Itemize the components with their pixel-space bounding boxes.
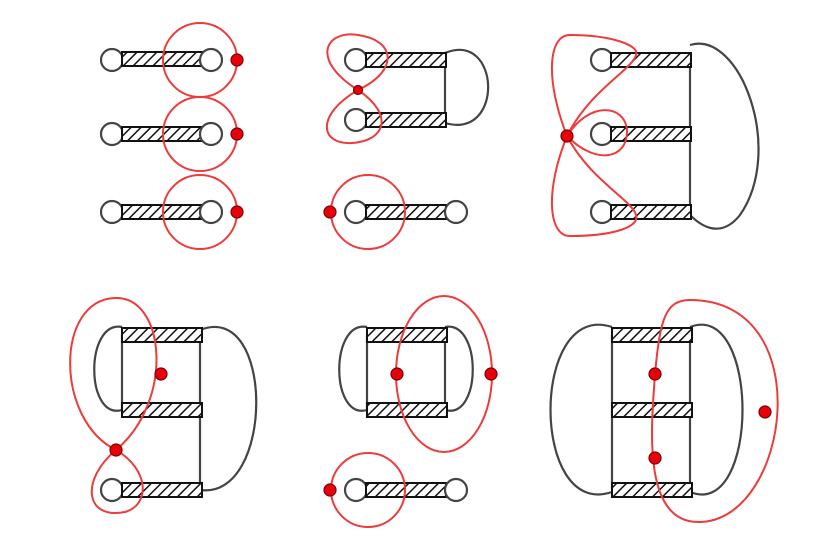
left-arc [338,325,368,412]
dumbbell [323,452,469,528]
red-point [758,405,772,419]
ring [589,199,615,225]
dumbbell [323,174,469,250]
red-point [109,443,123,457]
hatched-bar [365,112,447,128]
red-point [323,483,337,497]
left-ring [343,477,369,503]
red-loop-upper [69,296,158,452]
dumbbell [99,96,244,172]
hatched-bar [121,327,203,343]
ring [343,107,369,133]
left-ring [343,199,369,225]
hatched-bar [365,52,447,68]
ring [589,47,615,73]
right-ring [198,121,224,147]
hatched-bar [611,482,693,498]
red-point [230,127,244,141]
panel-top-right [551,33,760,238]
inner-left-arc [93,325,123,412]
red-point [390,367,404,381]
right-ring [198,199,224,225]
outer-right-arc [199,326,258,492]
right-arc [444,325,474,412]
hatched-bar [121,51,203,67]
red-loop [651,298,779,524]
red-point [648,451,662,465]
panel-top-left [99,22,244,250]
panel-bottom-left [69,296,258,515]
two-bar-loop [326,33,490,145]
ring [343,47,369,73]
red-point [352,84,364,96]
red-point [230,53,244,67]
hatched-bar [121,482,203,498]
ring [99,477,125,503]
hatched-bar [366,402,448,418]
panel-bottom-middle [323,295,498,528]
panel-top-middle [323,33,490,250]
hatched-bar [121,402,203,418]
outer-arc [689,42,760,230]
right-ring [198,47,224,73]
dumbbell [99,174,244,250]
dumbbell [99,22,244,98]
red-point [484,367,498,381]
ring [589,121,615,147]
inner-right-arc [689,323,744,496]
hatched-bar [610,52,692,68]
left-ring [99,199,125,225]
red-point [648,367,662,381]
red-point [323,205,337,219]
outer-left-arc [549,323,613,496]
left-ring [99,47,125,73]
right-ring [443,199,469,225]
outer-arc [444,49,490,126]
hatched-bar [366,327,448,343]
right-ring [443,477,469,503]
left-ring [99,121,125,147]
red-loop-inner [565,109,629,157]
red-point [230,205,244,219]
hatched-bar [611,327,693,343]
hatched-bar [610,126,692,142]
panel-bottom-right [549,298,779,524]
red-loop-lower [90,448,144,515]
red-point [560,129,574,143]
hatched-bar [610,204,692,220]
red-point [154,367,168,381]
